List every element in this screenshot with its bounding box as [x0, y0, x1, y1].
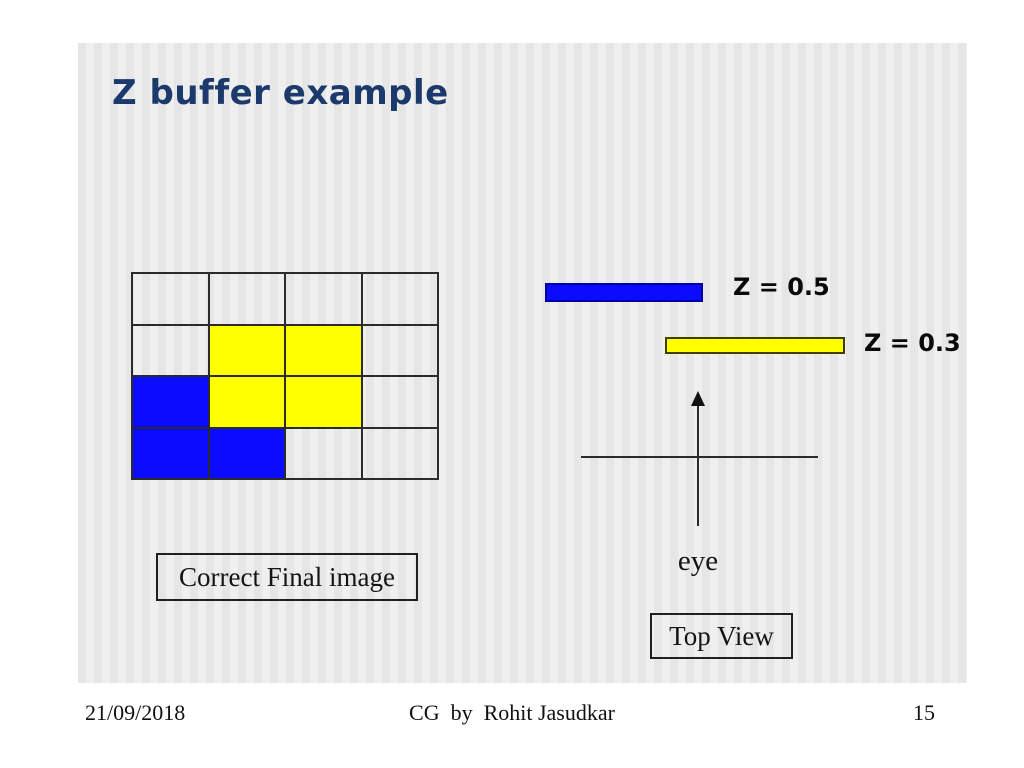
grid-cell	[208, 376, 285, 428]
up-arrow-icon	[691, 391, 705, 406]
grid-cell	[132, 427, 209, 479]
top-view-box: Top View	[650, 613, 793, 659]
final-image-caption-box: Correct Final image	[156, 553, 418, 601]
view-direction-line	[697, 403, 699, 526]
grid-cell	[208, 273, 285, 325]
top-view-label: Top View	[669, 620, 774, 651]
view-plane-line	[581, 456, 818, 458]
depth-bar-blue	[545, 283, 703, 302]
grid-cell	[361, 273, 438, 325]
z-value-label-blue: Z = 0.5	[733, 273, 830, 301]
grid-cell	[132, 376, 209, 428]
grid-cell	[285, 273, 362, 325]
eye-label: eye	[677, 545, 719, 577]
grid-cell	[361, 324, 438, 376]
grid-cell	[285, 376, 362, 428]
grid-cell	[132, 273, 209, 325]
z-value-label-yellow: Z = 0.3	[864, 329, 961, 357]
grid-cell	[361, 427, 438, 479]
grid-cell	[285, 324, 362, 376]
grid-cell	[132, 324, 209, 376]
slide: Z buffer example Correct Final image Z =…	[78, 43, 967, 683]
depth-bar-yellow	[665, 337, 845, 354]
grid-cell	[208, 324, 285, 376]
footer-credit: CG by Rohit Jasudkar	[409, 700, 615, 725]
footer-page-number: 15	[913, 700, 935, 725]
pixel-grid	[131, 272, 439, 480]
footer-date: 21/09/2018	[85, 700, 186, 725]
grid-cell	[285, 427, 362, 479]
grid-cell	[208, 427, 285, 479]
grid-cell	[361, 376, 438, 428]
final-image-caption: Correct Final image	[179, 561, 395, 592]
slide-title: Z buffer example	[112, 73, 449, 113]
